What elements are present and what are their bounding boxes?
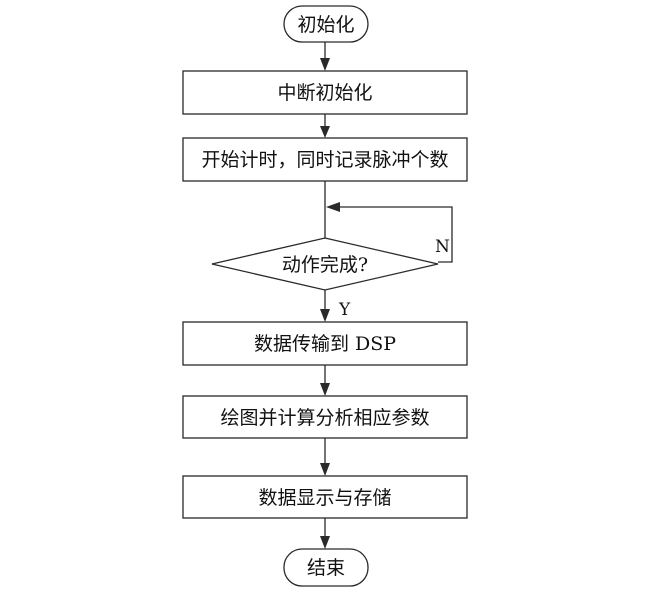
decision-action-complete: 动作完成? <box>211 237 439 291</box>
process-display-box <box>182 475 468 519</box>
end-terminator-shape <box>283 548 369 587</box>
start-terminator: 初始化 <box>283 5 369 43</box>
process-start-timing-label: 开始计时，同时记录脉冲个数 <box>201 149 448 171</box>
arrowhead-plot-to-display <box>320 463 330 476</box>
process-transfer-label: 数据传输到 DSP <box>254 333 396 355</box>
loop-back-line <box>336 206 453 263</box>
process-display: 数据显示与存储 <box>182 475 468 519</box>
start-label: 初始化 <box>297 14 354 36</box>
process-start-timing: 开始计时，同时记录脉冲个数 <box>182 137 468 182</box>
loop-back-arrowhead <box>326 202 340 212</box>
arrowhead-display-to-end <box>320 536 330 549</box>
end-terminator: 结束 <box>283 548 369 587</box>
process-interrupt-init-label: 中断初始化 <box>277 82 372 104</box>
decision-label: 动作完成? <box>282 254 368 276</box>
process-plot-label: 绘图并计算分析相应参数 <box>220 407 429 429</box>
process-display-label: 数据显示与存储 <box>258 487 391 509</box>
arrowhead-start-to-interrupt-init <box>320 58 330 71</box>
arrowhead-interrupt-init-to-timing <box>320 126 330 138</box>
process-transfer: 数据传输到 DSP <box>182 321 468 366</box>
start-terminator-shape <box>283 5 369 43</box>
arrowhead-decision-to-transfer <box>320 309 330 322</box>
process-interrupt-init-box <box>182 70 468 115</box>
branch-no-label: N <box>435 237 450 257</box>
process-interrupt-init: 中断初始化 <box>182 70 468 115</box>
arrowhead-transfer-to-plot <box>320 383 330 396</box>
branch-yes-label: Y <box>338 300 351 320</box>
process-plot: 绘图并计算分析相应参数 <box>182 395 468 439</box>
end-label: 结束 <box>307 557 345 579</box>
process-transfer-box <box>182 321 468 366</box>
